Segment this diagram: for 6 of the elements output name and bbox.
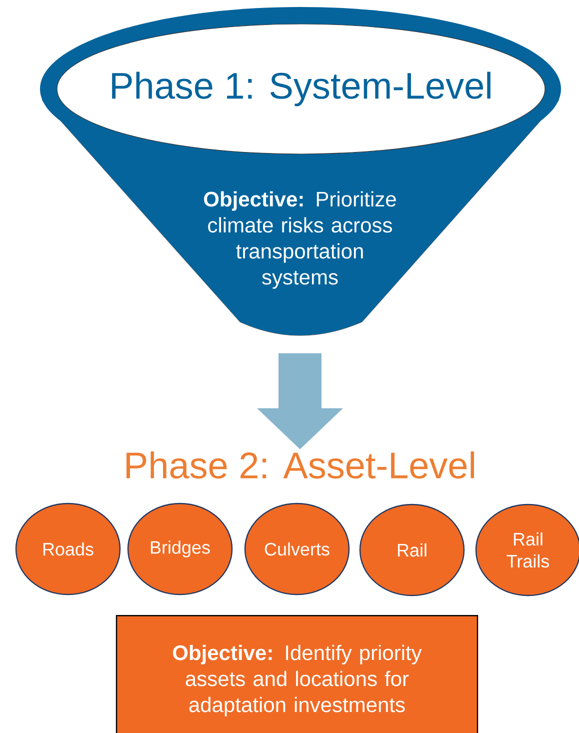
phase-title: Phase 1: System-Level xyxy=(112,72,490,106)
arrow xyxy=(257,353,343,450)
objective-box: Objective: Identify priority assets and locations for adaptation investments xyxy=(116,615,478,733)
phase-title: Phase 2: Asset-Level xyxy=(126,451,474,479)
funnel-shape xyxy=(40,7,561,336)
objective-text: Objective: Prioritize climate risks across transportation systems xyxy=(204,191,396,289)
